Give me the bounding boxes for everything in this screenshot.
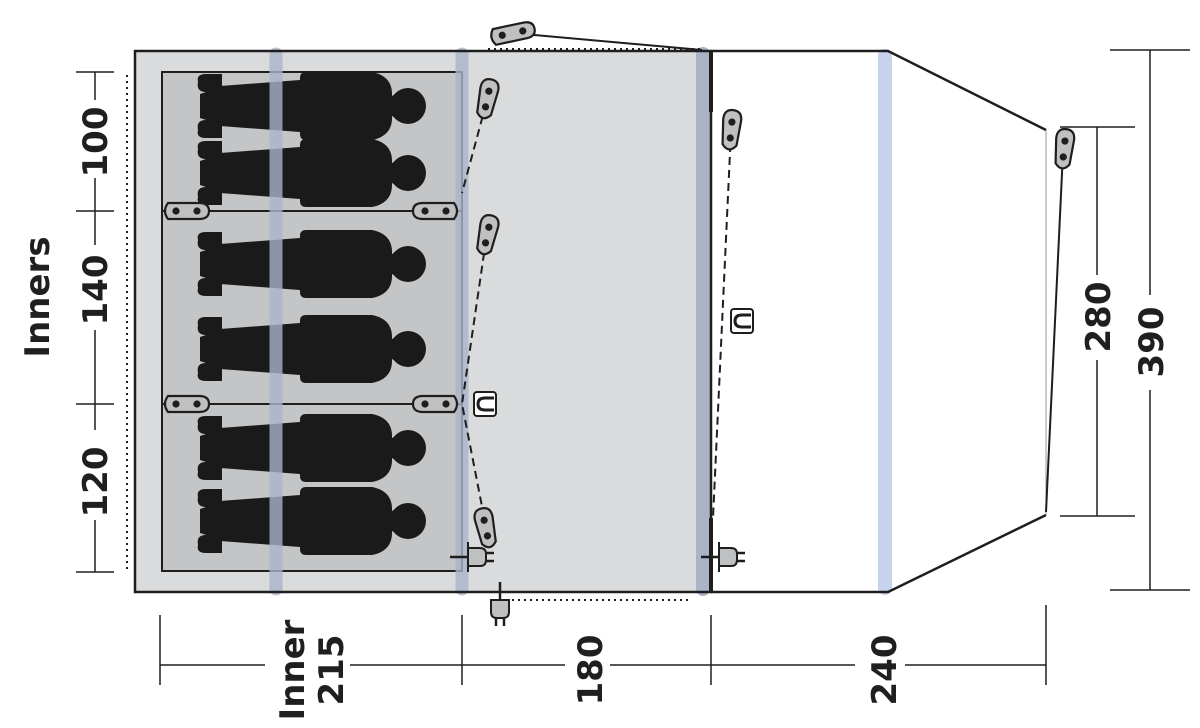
right-dimensions <box>1060 49 1190 591</box>
dotted-lines <box>126 48 700 601</box>
inner-width-label: 215 <box>312 635 352 706</box>
tent-peg-icon <box>1052 127 1077 171</box>
tent-peg-icon <box>411 394 459 414</box>
porch-width-label: 180 <box>571 635 611 706</box>
poles <box>269 47 892 596</box>
inner3-depth-label: 120 <box>76 447 116 518</box>
tent-peg-icon <box>488 19 538 47</box>
canopy-depth-label: 280 <box>1079 282 1119 353</box>
tent-peg-icon <box>163 394 211 414</box>
door-horseshoe-icon <box>472 390 498 418</box>
tent-peg-icon <box>719 108 744 152</box>
total-depth-label: 390 <box>1132 307 1172 378</box>
left-dimensions <box>76 71 114 573</box>
canopy-width-label: 240 <box>865 635 905 706</box>
bottom-dimensions <box>159 605 1047 685</box>
inner-width-prefix-label: Inner <box>273 619 313 720</box>
tent-peg-icon <box>163 201 211 221</box>
inners-label: Inners <box>18 236 58 357</box>
inner1-depth-label: 100 <box>76 107 116 178</box>
door-horseshoe-icon <box>729 307 755 335</box>
tent-peg-icon <box>411 201 459 221</box>
inner2-depth-label: 140 <box>76 255 116 326</box>
tent-outline <box>133 49 1047 594</box>
guy-lines <box>511 32 1064 513</box>
